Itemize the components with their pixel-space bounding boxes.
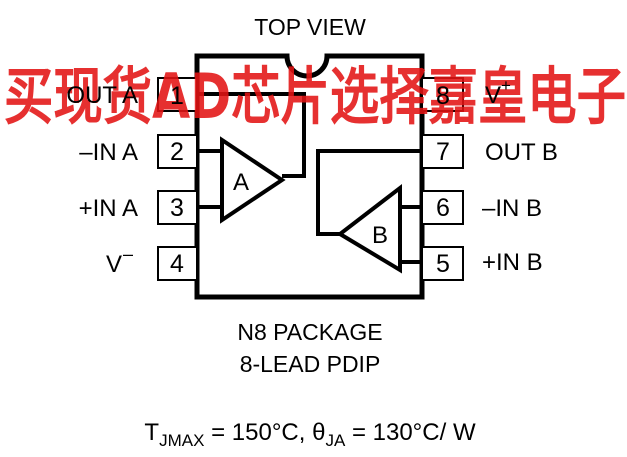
thermal-t-value: = 150°C, θ [204, 419, 325, 446]
pin-3-name: +IN A [79, 195, 138, 222]
pin-3-box [157, 190, 198, 225]
thermal-theta-value: = 130°C/ W [345, 419, 476, 446]
amp-b-triangle [336, 183, 402, 274]
pin-1-name: OUT A [66, 82, 138, 109]
pin-8-box [421, 77, 464, 112]
pin-6-name: –IN B [482, 195, 542, 222]
amp-b-label: B [372, 222, 388, 249]
pin-boxes [157, 77, 464, 281]
pin-7-number: 7 [436, 138, 450, 166]
right-pin-names: V + OUT B –IN B +IN B [482, 76, 558, 276]
pin-4-name: V [106, 251, 122, 278]
amp-a-label: A [233, 169, 249, 196]
pin-8-name: V [485, 82, 501, 109]
pin-5-box [421, 246, 464, 281]
pin-4-number: 4 [170, 250, 184, 278]
thermal-theta-subscript: JA [325, 431, 346, 450]
top-view-label: TOP VIEW [254, 14, 366, 40]
thermal-t: T [144, 419, 159, 446]
pin-2-number: 2 [170, 138, 184, 166]
pin-8-superscript: + [501, 76, 511, 95]
amp-a-triangle [220, 136, 286, 224]
package-line-1: N8 PACKAGE [237, 319, 382, 345]
amp-b-wiring [316, 149, 422, 264]
amp-a-wiring [197, 92, 306, 209]
ic-package-body [194, 53, 425, 300]
pin-4-superscript: – [123, 244, 133, 264]
thermal-caption: TJMAX = 150°C, θJA = 130°C/ W [144, 419, 476, 450]
pin-1-number: 1 [170, 82, 184, 110]
pin-6-number: 6 [436, 194, 450, 222]
pin-3-number: 3 [170, 194, 184, 222]
pin-numbers: 1 2 3 4 8 7 6 5 [170, 82, 450, 278]
pin-4-box [157, 246, 198, 281]
pin-2-name: –IN A [79, 139, 138, 166]
pin-8-number: 8 [436, 82, 450, 110]
watermark-text: 买现货AD芯片选择嘉皇电子 [4, 60, 626, 133]
thermal-t-subscript: JMAX [159, 431, 204, 450]
left-pin-names: OUT A –IN A +IN A V – [66, 82, 138, 278]
package-line-2: 8-LEAD PDIP [240, 351, 381, 377]
pin-5-name: +IN B [482, 249, 543, 276]
pin-7-name: OUT B [485, 139, 558, 166]
pin-7-box [421, 134, 464, 169]
pin-5-number: 5 [436, 250, 450, 278]
